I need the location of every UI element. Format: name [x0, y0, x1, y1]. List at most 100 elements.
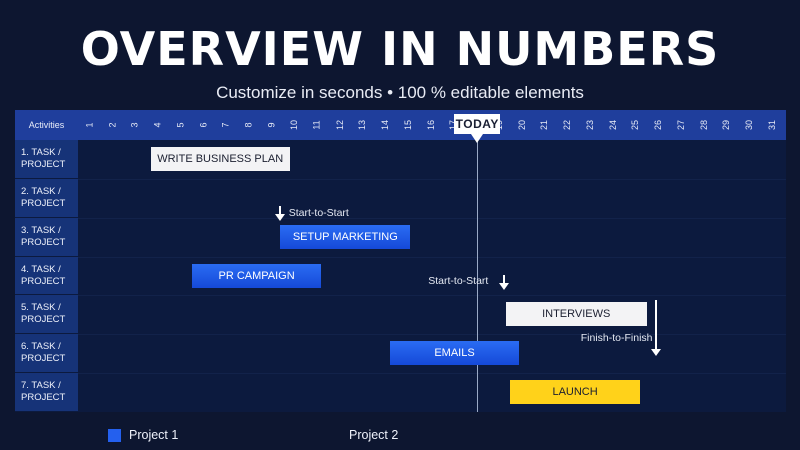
dependency-label: Start-to-Start [428, 275, 489, 288]
day-header: 20 [510, 110, 533, 140]
day-number: 4 [152, 122, 163, 128]
row-label-line1: 7. TASK / [21, 380, 61, 392]
row-separator [78, 334, 786, 336]
day-number: 31 [766, 119, 777, 131]
task-row-label: 1. TASK /PROJECT [15, 140, 78, 179]
day-number: 6 [198, 122, 209, 128]
dependency-arrow-icon [650, 300, 661, 357]
row-separator [78, 217, 786, 219]
task-row-label: 6. TASK /PROJECT [15, 334, 78, 374]
row-separator [78, 295, 786, 297]
day-header: 9 [260, 110, 283, 140]
day-number: 11 [311, 120, 322, 130]
day-number: 3 [129, 122, 140, 128]
task-bar[interactable]: EMAILS [389, 341, 520, 366]
day-header: 28 [692, 110, 715, 140]
day-header: 30 [738, 110, 761, 140]
day-header: 5 [169, 110, 192, 140]
day-header: 31 [761, 110, 784, 140]
row-label-line1: 6. TASK / [21, 341, 61, 353]
day-header: 25 [624, 110, 647, 140]
day-header: 12 [328, 110, 351, 140]
day-header: 21 [533, 110, 556, 140]
row-separator [78, 373, 786, 375]
row-label-line2: PROJECT [21, 314, 66, 326]
day-number: 16 [425, 119, 436, 131]
day-number: 12 [334, 119, 345, 131]
page-subtitle: Customize in seconds • 100 % editable el… [216, 83, 584, 102]
gantt-chart: Activities 12345678910111213141516171819… [15, 110, 786, 413]
day-header: 10 [283, 110, 306, 140]
day-number: 10 [289, 119, 300, 131]
task-row-label: 7. TASK /PROJECT [15, 373, 78, 413]
page-title: OVERVIEW IN NUMBERS [80, 22, 720, 76]
day-number: 5 [175, 122, 186, 128]
activities-header: Activities [28, 120, 65, 130]
task-row-label: 4. TASK /PROJECT [15, 257, 78, 296]
today-marker: TODAY [454, 114, 501, 143]
day-number: 26 [653, 119, 664, 131]
day-header: 6 [192, 110, 215, 140]
day-header: 23 [579, 110, 602, 140]
day-header: 11 [306, 110, 329, 140]
day-header: 1 [78, 110, 101, 140]
task-bar[interactable]: SETUP MARKETING [280, 224, 411, 249]
row-label-line2: PROJECT [21, 197, 66, 209]
row-separator [78, 178, 786, 180]
row-label-line1: 1. TASK / [21, 146, 61, 158]
day-number: 24 [607, 119, 618, 131]
today-line [477, 140, 479, 412]
day-number: 7 [220, 122, 231, 128]
row-label-line1: 3. TASK / [21, 224, 61, 236]
task-row-label: 2. TASK /PROJECT [15, 179, 78, 218]
day-header: 8 [237, 110, 260, 140]
row-label-line2: PROJECT [21, 353, 66, 365]
dependency-arrow-icon [274, 205, 285, 221]
day-header: 22 [556, 110, 579, 140]
day-number: 2 [107, 122, 118, 128]
row-label-line1: 5. TASK / [21, 302, 61, 314]
row-label-line2: PROJECT [21, 236, 66, 248]
task-row-label: 3. TASK /PROJECT [15, 218, 78, 257]
gantt-sidebar [15, 140, 78, 412]
day-number: 20 [516, 119, 527, 131]
task-bar[interactable]: PR CAMPAIGN [191, 263, 322, 288]
row-label-line1: 4. TASK / [21, 263, 61, 275]
day-number: 28 [698, 119, 709, 131]
day-header: 15 [397, 110, 420, 140]
row-label-line1: 2. TASK / [21, 185, 61, 197]
day-header: 27 [670, 110, 693, 140]
day-header: 3 [124, 110, 147, 140]
day-number: 30 [744, 119, 755, 131]
task-bar[interactable]: INTERVIEWS [505, 302, 647, 327]
day-number: 15 [402, 119, 413, 131]
gantt-header-row: Activities [15, 110, 786, 140]
day-number: 27 [675, 119, 686, 131]
task-bar[interactable]: LAUNCH [510, 380, 640, 405]
day-number: 13 [357, 119, 368, 131]
day-number: 25 [630, 119, 641, 131]
row-label-line2: PROJECT [21, 158, 66, 170]
row-separator [78, 256, 786, 258]
day-number: 21 [539, 119, 550, 131]
day-header: 4 [146, 110, 169, 140]
day-header: 7 [215, 110, 238, 140]
legend-label-project-2: Project 2 [349, 428, 399, 442]
day-header: 13 [351, 110, 374, 140]
day-number: 1 [84, 122, 95, 128]
dependency-label: Start-to-Start [288, 206, 349, 219]
day-header: 14 [374, 110, 397, 140]
day-header: 29 [715, 110, 738, 140]
day-number: 22 [562, 119, 573, 131]
day-header: 24 [601, 110, 624, 140]
legend-label-project-1: Project 1 [129, 428, 179, 442]
task-bar[interactable]: WRITE BUSINESS PLAN [150, 147, 290, 171]
day-header: 16 [419, 110, 442, 140]
day-header: 26 [647, 110, 670, 140]
day-number: 9 [266, 122, 277, 128]
day-number: 14 [380, 119, 391, 131]
row-label-line2: PROJECT [21, 392, 66, 404]
task-row-label: 5. TASK /PROJECT [15, 295, 78, 335]
legend-swatch-project-1 [108, 429, 121, 442]
dependency-arrow-icon [499, 275, 510, 291]
